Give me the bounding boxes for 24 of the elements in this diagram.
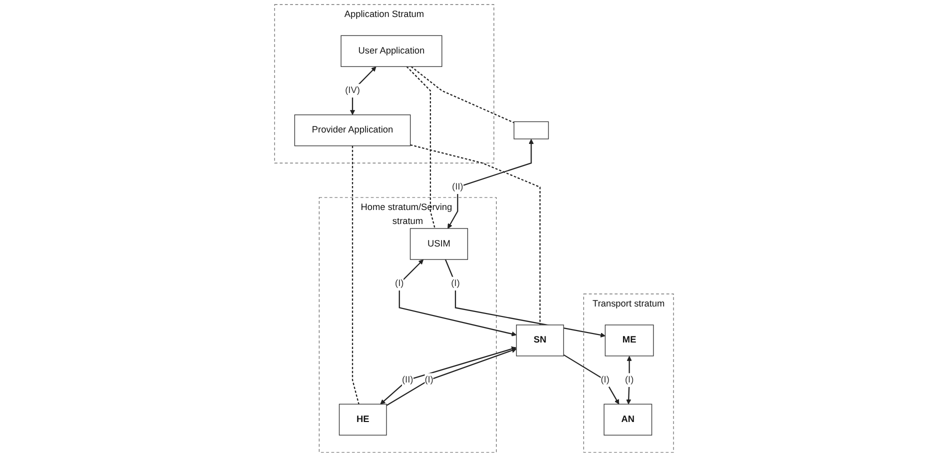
node-box: SN xyxy=(516,324,564,356)
arrow xyxy=(448,138,534,229)
connector xyxy=(406,66,436,229)
node-box: ME xyxy=(605,324,654,356)
edge-label: (II) xyxy=(402,374,414,385)
node-box: Provider Application xyxy=(294,114,412,146)
edge-label: (II) xyxy=(452,182,464,192)
node-box: HE xyxy=(339,404,388,436)
edge-label: (IV) xyxy=(346,86,360,96)
arrow xyxy=(564,354,620,404)
edge-label: (I) xyxy=(452,278,460,288)
node-box: AN xyxy=(604,404,653,436)
connector xyxy=(352,146,360,404)
edge-label: (I) xyxy=(395,278,404,288)
arrow xyxy=(445,259,606,338)
connector xyxy=(410,144,542,325)
node-box xyxy=(514,121,550,140)
arrow xyxy=(399,259,518,336)
node-box: User Application xyxy=(341,35,443,67)
edge-label: (I) xyxy=(425,374,434,385)
node-box: USIM xyxy=(410,228,468,260)
connector xyxy=(411,66,515,124)
edge-label: (I) xyxy=(625,374,634,385)
edge-label: (I) xyxy=(601,374,610,385)
